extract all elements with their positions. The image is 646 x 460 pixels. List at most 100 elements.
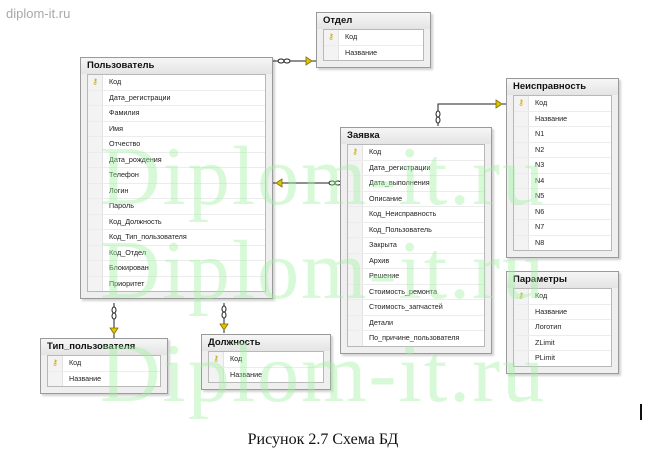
field-list: ⚷Код Название Логотип ZLimit PLimit (513, 288, 612, 367)
entity-title: Должность (202, 335, 330, 351)
key-end-zayavka-link (275, 178, 283, 188)
field-row[interactable]: Стоимость_ремонта (348, 284, 484, 300)
infinity-end-otdel-link (277, 58, 285, 64)
infinity-end-neisp-link (435, 116, 441, 124)
field-row[interactable]: Решение (348, 269, 484, 285)
field-row[interactable]: Код_Отдел (88, 245, 265, 261)
field-name: Код (535, 291, 548, 300)
key-end-neisp-link (495, 99, 503, 109)
field-name: Код (69, 358, 82, 367)
field-name: N2 (535, 144, 545, 154)
field-name: Телефон (109, 170, 139, 179)
entity-title: Параметры (507, 272, 618, 288)
field-row[interactable]: Телефон (88, 168, 265, 184)
field-row-pk[interactable]: ⚷Код (348, 145, 484, 161)
entity-title: Пользователь (81, 58, 272, 74)
field-row[interactable]: Название (514, 111, 611, 127)
field-list: ⚷ Код Название N1 N2 N3 N4 N5 N6 N7 N8 (513, 95, 612, 251)
entity-zayavka[interactable]: Заявка ⚷Код Дата_регистрации Дата_выполн… (340, 127, 492, 354)
field-name: По_причине_пользователя (369, 333, 460, 342)
field-name: Дата_выполнения (369, 178, 430, 187)
entity-otdel[interactable]: Отдел ⚷Код Название (316, 12, 431, 68)
field-row[interactable]: Дата_регистрации (88, 90, 265, 106)
field-name: Архив (369, 255, 390, 265)
field-row[interactable]: Название (48, 371, 160, 386)
field-row[interactable]: ZLimit (514, 335, 611, 351)
field-row[interactable]: Логотип (514, 320, 611, 336)
field-name: Приоритет (109, 278, 145, 288)
field-name: Дата_рождения (109, 154, 162, 164)
field-row[interactable]: По_причине_пользователя (348, 331, 484, 346)
field-row[interactable]: Дата_рождения (88, 152, 265, 168)
entity-neispravnost[interactable]: Неисправность ⚷Код Название N1 N2 N3 N4 … (506, 78, 619, 258)
entity-polzovatel[interactable]: Пользователь ⚷ Код Дата_регистрации Фамил… (80, 57, 273, 299)
field-row[interactable]: Название (324, 45, 423, 60)
field-name: Название (69, 373, 102, 383)
entity-parametry[interactable]: Параметры ⚷Код Название Логотип ZLimit P… (506, 271, 619, 374)
field-row[interactable]: N7 (514, 220, 611, 236)
field-name: N4 (535, 175, 545, 185)
entity-dolzhnost[interactable]: Должность ⚷Код Название (201, 334, 331, 390)
field-name: Описание (369, 193, 403, 203)
field-row[interactable]: Имя (88, 121, 265, 137)
field-row[interactable]: Стоимость_запчастей (348, 300, 484, 316)
field-row[interactable]: PLimit (514, 351, 611, 366)
field-row[interactable]: N3 (514, 158, 611, 174)
field-row[interactable]: Блокирован (88, 261, 265, 277)
field-name: Логотип (535, 322, 562, 331)
field-row-pk[interactable]: ⚷Код (514, 289, 611, 305)
field-row[interactable]: Детали (348, 315, 484, 331)
field-row[interactable]: Логин (88, 183, 265, 199)
field-row[interactable]: N6 (514, 204, 611, 220)
field-row[interactable]: Название (209, 367, 323, 382)
entity-tip-polzovatelya[interactable]: Тип_пользователя ⚷Код Название (40, 338, 168, 394)
field-row-pk[interactable]: ⚷Код (324, 30, 423, 46)
field-name: Название (345, 47, 378, 57)
field-row[interactable]: Закрыта (348, 238, 484, 254)
field-name: Код_Отдел (109, 247, 147, 257)
entity-title: Заявка (341, 128, 491, 144)
figure-caption: Рисунок 2.7 Схема БД (247, 431, 399, 448)
field-name: N7 (535, 222, 545, 231)
site-watermark-label: diplom-it.ru (6, 6, 71, 21)
field-row[interactable]: Приоритет (88, 276, 265, 291)
primary-key-icon: ⚷ (88, 75, 103, 90)
field-name: Название (535, 113, 568, 123)
field-row[interactable]: N2 (514, 142, 611, 158)
field-row[interactable]: Дата_регистрации (348, 160, 484, 176)
field-row-pk[interactable]: ⚷ Код (48, 356, 160, 372)
field-row[interactable]: N4 (514, 173, 611, 189)
field-row[interactable]: Код_Тип_пользователя (88, 230, 265, 246)
primary-key-icon: ⚷ (48, 356, 63, 371)
field-row-pk[interactable]: ⚷Код (209, 352, 323, 368)
field-name: Логин (109, 185, 129, 195)
field-row[interactable]: Дата_выполнения (348, 176, 484, 192)
field-row[interactable]: Фамилия (88, 106, 265, 122)
field-row[interactable]: N5 (514, 189, 611, 205)
field-row[interactable]: Пароль (88, 199, 265, 215)
primary-key-icon: ⚷ (514, 96, 529, 111)
field-row[interactable]: Название (514, 304, 611, 320)
field-name: Стоимость_ремонта (369, 286, 438, 296)
field-list: ⚷ Код Дата_регистрации Фамилия Имя Отчест… (87, 74, 266, 292)
field-row-pk[interactable]: ⚷ Код (88, 75, 265, 91)
field-row[interactable]: Код_Неисправность (348, 207, 484, 223)
field-name: Закрыта (369, 240, 397, 249)
field-name: PLimit (535, 353, 555, 362)
field-row[interactable]: Код_Должность (88, 214, 265, 230)
field-row[interactable]: Описание (348, 191, 484, 207)
primary-key-icon: ⚷ (209, 352, 224, 367)
field-name: Код (109, 77, 122, 86)
field-row[interactable]: Код_Пользователь (348, 222, 484, 238)
field-name: Код_Тип_пользователя (109, 232, 187, 241)
field-row-pk[interactable]: ⚷ Код (514, 96, 611, 112)
field-name: Код (369, 147, 382, 156)
field-row[interactable]: Архив (348, 253, 484, 269)
field-name: Дата_регистрации (369, 162, 431, 172)
field-row[interactable]: N8 (514, 235, 611, 250)
field-row[interactable]: Отчество (88, 137, 265, 153)
field-row[interactable]: N1 (514, 127, 611, 143)
field-name: Код (535, 98, 548, 107)
infinity-end-dolzh-link (221, 305, 227, 313)
